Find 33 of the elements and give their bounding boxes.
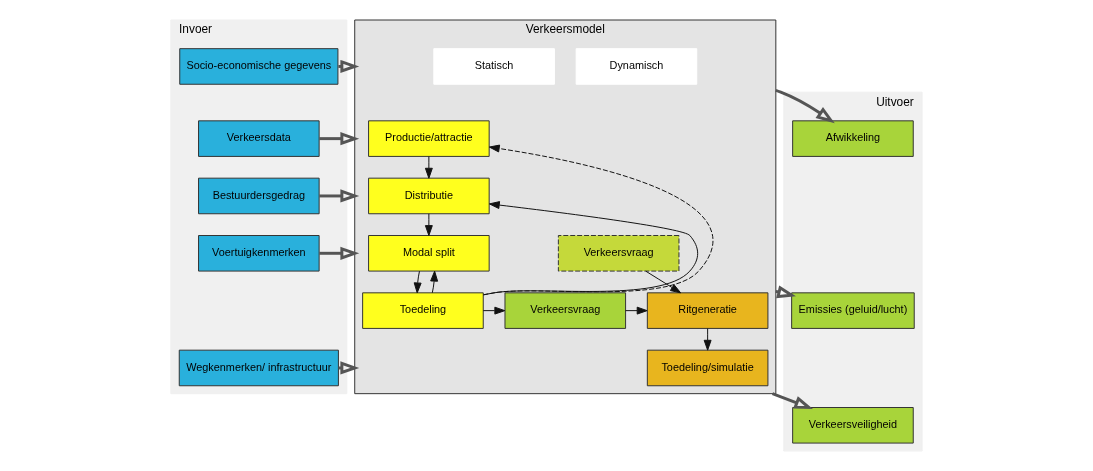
node-box: Statisch — [433, 48, 555, 85]
node-box: Verkeersvraag — [557, 235, 680, 272]
node-box: Afwikkeling — [792, 120, 914, 157]
node-box: Voertuigkenmerken — [198, 235, 320, 272]
arrow — [482, 201, 699, 296]
node-box: Dynamisch — [575, 48, 698, 85]
node-box: Distributie — [368, 177, 490, 215]
node-box: Bestuurdersgedrag — [198, 177, 320, 215]
arrow — [424, 213, 433, 236]
arrow — [430, 270, 439, 294]
node-box: Ritgeneratie — [646, 292, 769, 329]
node-box: Emissies (geluid/lucht) — [791, 292, 915, 329]
node-box: Productie/attractie — [368, 120, 490, 157]
arrow — [319, 246, 360, 260]
node-box: Toedeling — [362, 292, 484, 329]
arrow — [703, 328, 712, 351]
node-box: Modal split — [368, 235, 490, 272]
arrow — [319, 189, 360, 203]
arrow — [645, 270, 682, 294]
arrow — [482, 144, 714, 296]
arrow — [482, 306, 506, 315]
arrow — [319, 132, 360, 146]
node-box: Verkeersvraag — [504, 292, 627, 329]
node-box: Verkeersveiligheid — [792, 407, 914, 444]
arrow — [775, 88, 835, 124]
node-box: Wegkenmerken/ infrastructuur — [178, 349, 339, 387]
node-box: Verkeersdata — [198, 120, 320, 157]
arrow — [625, 306, 648, 315]
node-box: Toedeling/simulatie — [646, 349, 769, 387]
node-box: Socio-economische gegevens — [179, 48, 339, 85]
arrow — [413, 270, 422, 294]
arrow — [424, 156, 433, 179]
arrow — [771, 392, 814, 410]
